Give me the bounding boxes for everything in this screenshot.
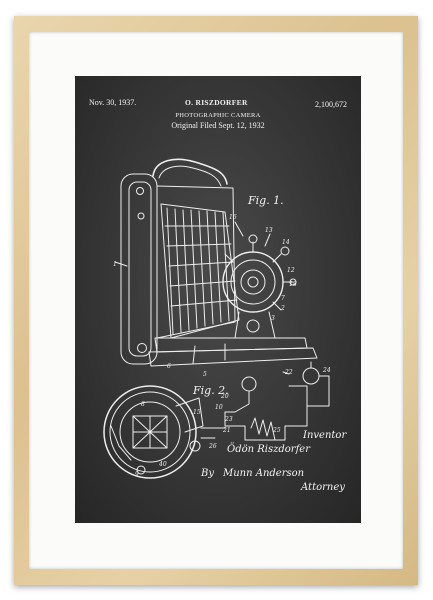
svg-text:24: 24 [322, 367, 331, 374]
patent-title: PHOTOGRAPHIC CAMERA [175, 112, 261, 119]
svg-text:1: 1 [113, 261, 117, 268]
svg-text:9: 9 [135, 471, 139, 478]
attorney-label: Attorney [301, 482, 345, 493]
svg-text:8: 8 [141, 401, 145, 408]
camera-drawing: Fig. 1. 1 16 13 14 12 18 7 2 3 5 6 Fig. … [103, 158, 331, 479]
attorney-signature: Munn Anderson [223, 468, 305, 479]
inventor-signature: Ödön Riszdorfer [227, 444, 310, 455]
svg-text:23: 23 [224, 416, 233, 423]
patent-date: Nov. 30, 1937. [89, 98, 137, 107]
figure-1-label: Fig. 1. [247, 194, 284, 207]
svg-text:14: 14 [282, 239, 290, 246]
svg-text:22: 22 [284, 369, 293, 376]
svg-text:2: 2 [280, 305, 285, 312]
svg-text:10: 10 [215, 404, 223, 411]
svg-text:12: 12 [287, 267, 295, 274]
svg-text:3: 3 [271, 315, 275, 322]
svg-text:7: 7 [281, 295, 285, 302]
svg-text:20: 20 [220, 393, 229, 400]
patent-number: 2,100,672 [315, 100, 347, 109]
svg-text:16: 16 [229, 214, 237, 221]
patent-filed-date: Original Filed Sept. 12, 1932 [171, 121, 265, 130]
by-label: By [201, 468, 214, 479]
patent-inventor: O. RISZDORFER [185, 98, 248, 107]
patent-print: Nov. 30, 1937. O. RISZDORFER 2,100,672 P… [75, 76, 361, 523]
svg-text:21: 21 [222, 427, 231, 434]
svg-text:25: 25 [272, 427, 281, 434]
svg-text:13: 13 [265, 227, 273, 234]
svg-text:40: 40 [158, 461, 167, 468]
patent-header: Nov. 30, 1937. O. RISZDORFER 2,100,672 P… [75, 76, 361, 146]
inventor-label: Inventor [303, 430, 347, 441]
svg-text:26: 26 [208, 443, 217, 450]
svg-text:15: 15 [193, 409, 201, 416]
figure-2-label: Fig. 2. [192, 384, 229, 397]
svg-text:5: 5 [203, 371, 207, 378]
svg-text:6: 6 [167, 363, 171, 370]
svg-text:18: 18 [289, 281, 297, 288]
